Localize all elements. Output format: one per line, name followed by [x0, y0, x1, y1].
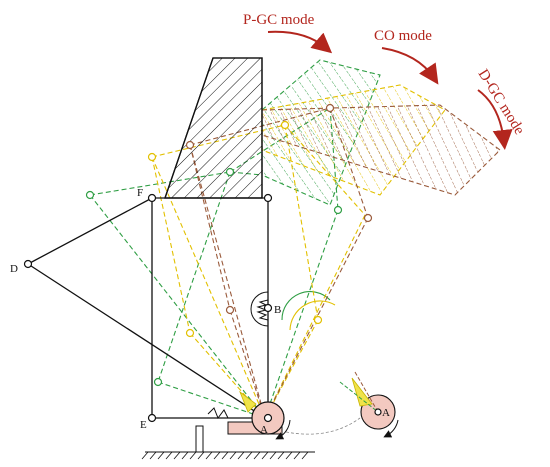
joints — [23, 103, 382, 423]
arrow-dgc — [477, 89, 513, 150]
stop-post — [195, 425, 204, 453]
label-A-main: A — [260, 424, 268, 436]
mode-label-co: CO mode — [374, 28, 432, 44]
base-spring — [207, 407, 229, 420]
arrow-co-to-dgc — [381, 47, 439, 85]
arrow-pgc-to-co — [267, 30, 333, 54]
mode-arrows — [267, 30, 513, 150]
label-D: D — [10, 263, 18, 275]
mode-label-pgc: P-GC mode — [243, 12, 315, 28]
ground — [141, 425, 315, 460]
label-F: F — [137, 187, 143, 199]
label-A-inset: A — [382, 407, 390, 419]
hinge-assembly-main — [207, 390, 291, 440]
hinge-inset — [285, 371, 399, 438]
hatched-load-platform — [164, 57, 263, 199]
label-B: B — [274, 304, 281, 316]
black-frame — [27, 57, 269, 419]
rotation-arrow — [275, 419, 291, 440]
label-E: E — [140, 419, 147, 431]
